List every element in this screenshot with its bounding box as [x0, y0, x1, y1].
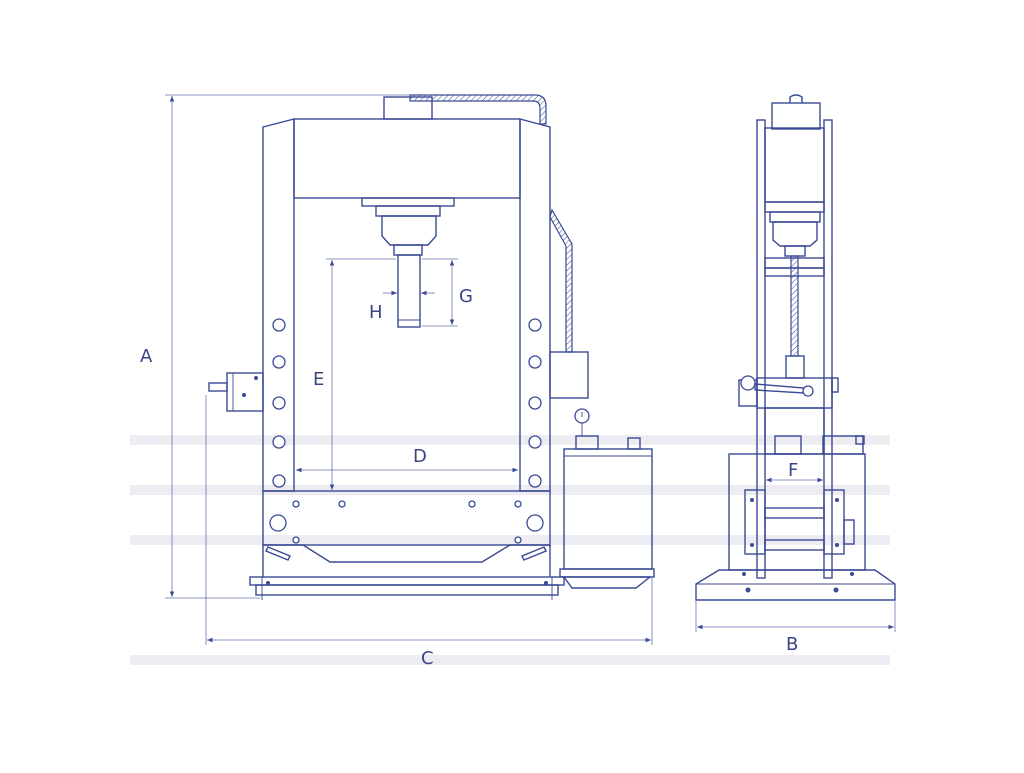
bed-skirt	[263, 544, 550, 563]
dimension-label-b: B	[786, 634, 798, 655]
bed-hole	[514, 536, 522, 544]
side-bed-cheek	[744, 489, 766, 555]
side-base-foot	[695, 569, 896, 601]
dimension-label-g: G	[459, 286, 473, 307]
side-handwheel	[740, 375, 756, 391]
hand-valve	[226, 372, 264, 412]
pump-skid	[562, 576, 653, 589]
front-dimensions: A C D E G H	[140, 94, 653, 669]
column-hole	[272, 396, 286, 410]
dimension-label-c: C	[421, 648, 434, 669]
column-hole	[528, 355, 542, 369]
base-plate	[249, 576, 565, 586]
column-hole	[272, 474, 286, 488]
pump-base	[559, 568, 655, 578]
bed-hole	[514, 500, 522, 508]
side-post-right	[823, 119, 833, 579]
column-hole	[272, 355, 286, 369]
side-ram-flange	[769, 211, 821, 223]
ram-cylinder	[381, 215, 437, 246]
side-hose	[549, 208, 573, 353]
side-ram-neck	[784, 245, 806, 257]
side-post-left	[756, 119, 766, 579]
side-cylinder-body	[764, 127, 825, 203]
skirt-slot	[521, 546, 547, 561]
top-crossbeam	[293, 118, 521, 199]
column-hole	[528, 474, 542, 488]
side-cap	[789, 94, 803, 103]
side-lever	[754, 383, 805, 394]
pump-tank	[563, 448, 653, 570]
side-view	[695, 94, 896, 601]
side-top-block	[774, 435, 802, 455]
side-valve-tab	[831, 377, 839, 393]
dimension-label-d: D	[413, 446, 427, 467]
front-view	[208, 94, 655, 600]
skirt-slot	[265, 546, 291, 561]
pump-valve	[575, 435, 599, 450]
side-bed-plate	[764, 507, 825, 519]
side-crossbar	[764, 201, 825, 213]
side-top-block-2	[822, 435, 864, 455]
column-hole	[528, 435, 542, 449]
side-top-nub	[855, 435, 865, 445]
side-lower-frame	[764, 407, 825, 455]
bed-hole	[292, 500, 300, 508]
side-screw	[790, 255, 799, 357]
cylinder-top-block	[383, 96, 433, 120]
side-bed-tab	[843, 519, 855, 545]
top-hose	[409, 94, 547, 125]
gauge-block	[549, 351, 589, 399]
valve-lever	[208, 382, 228, 392]
ram-collar	[375, 205, 441, 217]
bed-hole	[468, 500, 476, 508]
side-lever-knob	[802, 385, 814, 397]
ram-flange	[361, 197, 455, 207]
column-hole	[528, 396, 542, 410]
pump-cap	[627, 437, 641, 450]
side-cylinder-head	[771, 102, 821, 130]
bed-hole	[526, 514, 544, 532]
bed-hole	[338, 500, 346, 508]
press-bed	[262, 490, 551, 546]
side-bed-plate	[764, 539, 825, 551]
dimension-label-e: E	[313, 369, 324, 390]
side-ram	[772, 221, 818, 247]
dimension-label-a: A	[140, 346, 153, 367]
side-screw-nut	[785, 355, 805, 379]
column-hole	[272, 318, 286, 332]
column-hole	[272, 435, 286, 449]
bed-hole	[292, 536, 300, 544]
side-dimensions: F B	[695, 460, 896, 655]
dimension-label-f: F	[788, 460, 798, 481]
bed-hole	[269, 514, 287, 532]
base-foot	[255, 584, 559, 596]
ram-neck	[393, 244, 423, 256]
ram-piston	[397, 254, 421, 328]
column-hole	[528, 318, 542, 332]
dimension-label-h: H	[369, 302, 383, 323]
